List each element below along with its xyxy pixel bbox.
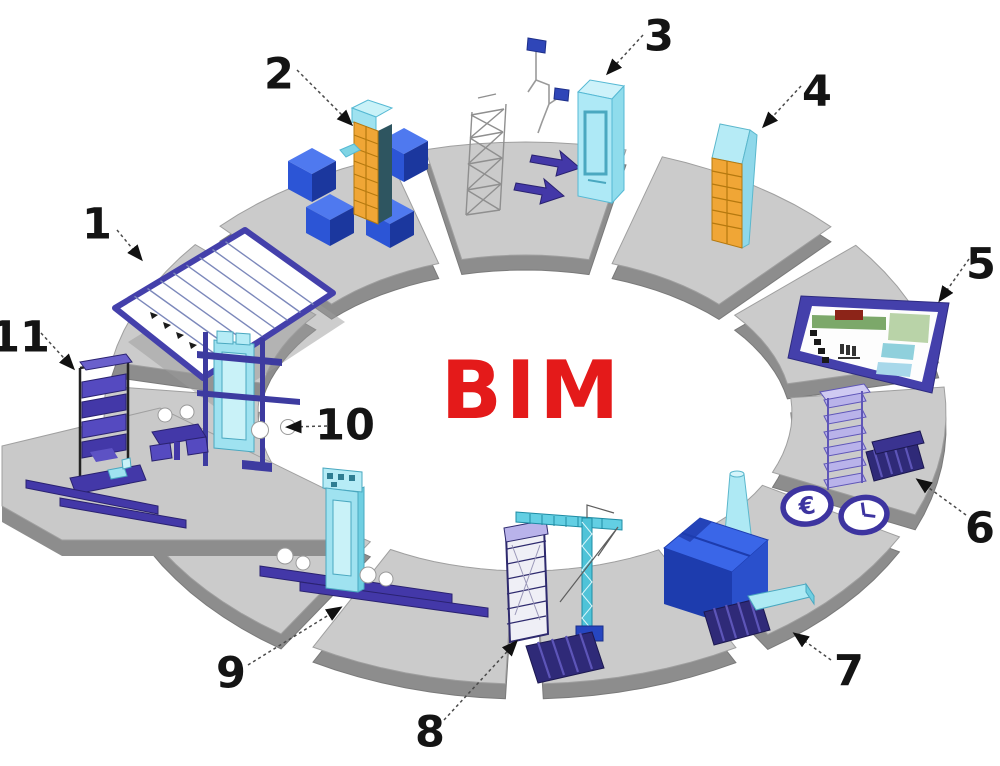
ring-segment-8 [424,141,627,261]
laptop [107,466,128,480]
callout-label-1: 1 [82,200,112,250]
stage-7-prefabrication-factory [663,470,815,646]
person-figure [276,547,394,587]
render-thumbnail [888,313,930,343]
model-in-frame [213,330,255,453]
bim-center-label: BIM [441,344,623,437]
blue-block [306,194,354,246]
euro-icon: € [780,485,834,527]
callout-arrows [40,34,970,721]
callout-arrow-1 [116,229,143,262]
portal-frame [197,332,300,472]
callout-label-4: 4 [802,67,832,117]
callout-label-3: 3 [644,12,674,62]
salvaged-beam [25,479,159,515]
callout-arrow-6 [915,478,967,516]
callout-arrow-9 [247,606,343,666]
callout-arrow-5 [938,258,970,303]
stage-2-massing-model [288,99,428,248]
person-figure [251,419,296,439]
prefab-panel [747,582,815,611]
callout-label-11: 11 [0,313,50,363]
clock-icon [838,494,890,536]
stage-11-deconstruction-machine [25,353,187,529]
material-pallet [525,631,605,684]
facade-tower [339,99,394,225]
person-figure [157,407,173,423]
render-thumbnail [881,343,915,360]
callout-label-8: 8 [415,708,445,758]
ring-segment-11 [771,386,947,516]
stage-8-construction-site [503,504,623,684]
salvaged-beam [59,497,187,529]
stage-9-finished-building [259,467,489,618]
callout-label-7: 7 [834,647,864,697]
callout-label-10: 10 [315,401,375,451]
material-pallet [865,430,925,482]
logo-mark [838,344,860,359]
stage-10-scaffold-and-people [197,330,300,472]
render-thumbnail [835,310,863,320]
stage-6-cost-time-planning: € [780,383,925,536]
process-flow-arrows [513,149,581,205]
surveyor-figure [526,37,570,134]
render-thumbnail [812,315,886,330]
stage-3-concept-tower [576,79,625,205]
callout-label-5: 5 [966,240,996,290]
callout-arrow-7 [792,632,832,661]
callout-labels: 1 2 3 4 5 6 7 8 9 10 11 [0,12,996,758]
callout-label-2: 2 [264,50,294,100]
meeting-table [149,404,209,462]
ring-segment-3 [312,548,514,685]
person-figure [179,404,195,420]
callout-label-6: 6 [965,504,995,554]
stage-5-presentation-board [787,295,950,394]
frame-building [819,383,871,490]
building-under-construction [503,519,550,644]
window-openings [327,473,355,487]
render-thumbnail [876,362,912,377]
callout-arrow-3 [605,34,644,76]
blue-block [288,148,336,202]
callout-arrow-4 [761,85,802,129]
flag-icon [526,37,547,54]
callout-arrow-10 [285,419,328,434]
wireframe-lattice-tower [465,93,507,216]
callout-arrow-2 [296,69,354,127]
material-pallet [703,597,771,646]
stage-4-detailed-tower [711,123,758,249]
svg-text:€: € [796,491,817,521]
callout-arrow-11 [40,332,76,371]
film-strip [810,330,829,363]
callout-label-9: 9 [216,649,246,699]
